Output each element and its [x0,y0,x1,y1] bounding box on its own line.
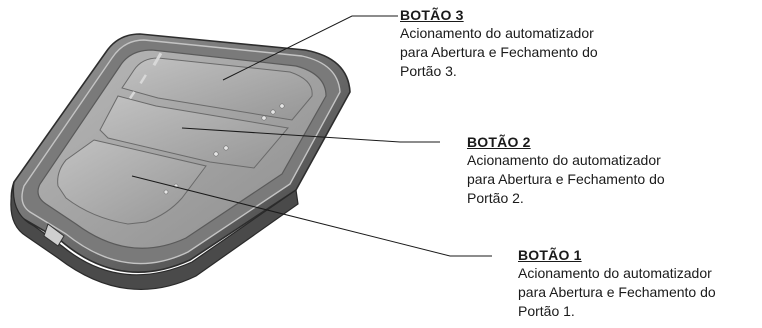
button-3-shape [121,57,313,121]
button-2-shape [99,95,289,169]
rim-slot [128,91,136,100]
button-1-shape [57,139,207,225]
callout-title: BOTÃO 1 [518,247,582,263]
callout-line: Portão 3. [400,63,457,79]
led-dot [279,103,285,109]
rim-slot [139,74,147,85]
callout-button-1: BOTÃO 1 Acionamento do automatizador par… [518,246,716,321]
callout-line: Acionamento do automatizador [400,25,594,41]
remote-control-device [10,33,351,291]
led-dot [261,115,267,121]
remote-base-lip [10,181,299,291]
led-dot [223,145,229,151]
led-dot [213,151,219,157]
callout-line: Acionamento do automatizador [518,265,712,281]
leader-line-3 [222,15,398,81]
callout-title: BOTÃO 3 [400,7,464,23]
callout-line: para Abertura e Fechamento do [467,171,665,187]
callout-line: Acionamento do automatizador [467,152,661,168]
callout-line: para Abertura e Fechamento do [518,284,716,300]
callout-line: para Abertura e Fechamento do [400,44,598,60]
rim-slot [152,52,163,67]
leader-line-2 [181,127,440,143]
callout-description: Acionamento do automatizador para Abertu… [467,151,665,208]
callout-button-3: BOTÃO 3 Acionamento do automatizador par… [400,6,598,81]
leader-lines [131,15,492,257]
callout-title: BOTÃO 2 [467,134,531,150]
callout-description: Acionamento do automatizador para Abertu… [518,264,716,321]
keyring-notch [43,223,65,247]
callout-line: Portão 2. [467,190,524,206]
callout-description: Acionamento do automatizador para Abertu… [400,24,598,81]
callout-button-2: BOTÃO 2 Acionamento do automatizador par… [467,133,665,208]
callout-line: Portão 1. [518,303,575,319]
leader-line-1 [131,175,492,257]
led-dot [270,109,276,115]
led-dot [163,189,169,195]
